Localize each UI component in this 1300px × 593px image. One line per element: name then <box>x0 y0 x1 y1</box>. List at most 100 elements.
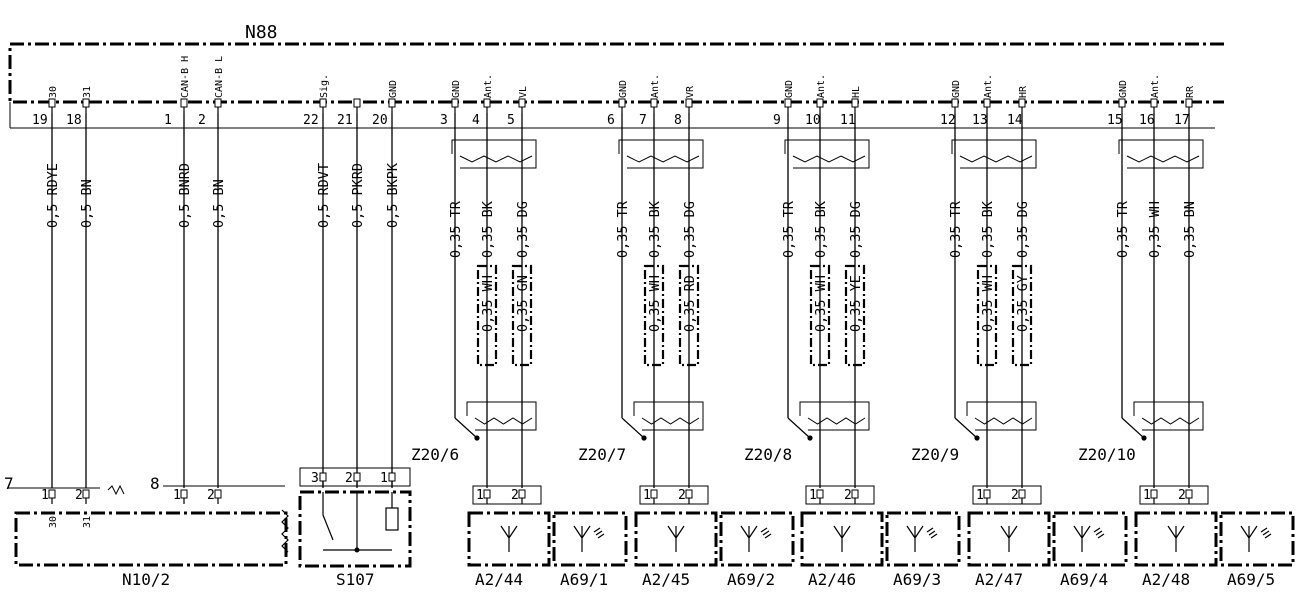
pin-name: Ant. <box>650 74 661 98</box>
pin-number: 12 <box>940 113 956 128</box>
pin-name: GND <box>1118 80 1129 98</box>
ground-dot <box>641 435 647 441</box>
antenna-unit <box>967 511 1051 567</box>
pin-number: 11 <box>840 113 856 128</box>
unit-connector <box>472 485 542 505</box>
unit-label: A2/44 <box>475 570 523 589</box>
n10-box <box>14 511 288 567</box>
pin-name: Ant. <box>1150 74 1161 98</box>
wire-label: 0,5 BKPK <box>385 162 401 228</box>
pin-terminal <box>353 98 361 108</box>
pin-number: 1 <box>164 113 172 128</box>
pin-terminal <box>483 98 491 108</box>
pin-number: 3 <box>311 471 319 486</box>
aux-unit <box>1219 511 1295 567</box>
module-label: N88 <box>245 22 278 43</box>
antenna-icon <box>1000 525 1018 552</box>
shield-label: 0,35 WH <box>480 275 496 332</box>
wire-label: 0,35 WH <box>1147 201 1163 258</box>
signal-icon <box>1093 527 1105 539</box>
antenna-icon <box>500 525 518 552</box>
shield-zigzag <box>792 155 866 163</box>
wire-label: 0,35 TR <box>1115 200 1131 258</box>
antenna-icon <box>1240 525 1258 552</box>
antenna-icon <box>667 525 685 552</box>
wire-label: 0,35 TR <box>448 200 464 258</box>
pin-terminal <box>983 98 991 108</box>
shield-frame <box>1118 139 1204 169</box>
resistor-icon <box>107 484 125 496</box>
wire-label: 0,5 RDVT <box>316 163 332 228</box>
ground-ref: Z20/8 <box>744 445 792 464</box>
shield-frame <box>618 139 704 169</box>
pin-number: 1 <box>41 488 49 503</box>
shield-frame <box>784 139 870 169</box>
shield-zigzag <box>959 155 1033 163</box>
pin-terminal <box>518 98 526 108</box>
shield-zigzag <box>459 155 533 163</box>
signal-icon <box>760 527 772 539</box>
shield-label: 0,35 GY <box>1015 275 1031 332</box>
connector-22: Sig.220,5 RDVT <box>303 74 332 488</box>
pin-terminal <box>1118 98 1126 108</box>
unit-connector <box>1139 485 1209 505</box>
pin-name: Ant. <box>816 74 827 98</box>
connector-number: 7 <box>4 474 14 493</box>
wire-label: 0,35 DG <box>682 201 698 258</box>
ground-ref: Z20/6 <box>411 445 459 464</box>
antenna-unit <box>800 511 884 567</box>
pin-number: 1 <box>380 471 388 486</box>
signal-icon <box>593 527 605 539</box>
unit-pin-number: 1 <box>1143 488 1151 503</box>
unit-pin-number: 2 <box>1178 488 1186 503</box>
shield-zigzag <box>807 417 866 425</box>
module-n88: N88 <box>8 22 1224 129</box>
antenna-unit <box>634 511 718 567</box>
unit-pin-number: 2 <box>511 488 519 503</box>
pin-name: HR <box>1018 85 1029 98</box>
pin-terminal <box>388 472 396 482</box>
shield-sleeve <box>476 264 498 367</box>
shield-label: 0,35 WH <box>980 275 996 332</box>
wire-label: 0,35 BK <box>980 200 996 258</box>
pin-name: 30 <box>48 86 59 98</box>
unit-connector <box>639 485 709 505</box>
pin-number: 4 <box>472 113 480 128</box>
pin-terminal <box>685 98 693 108</box>
s107-connector <box>299 467 411 487</box>
shield-sleeve <box>809 264 831 367</box>
pin-terminal <box>650 489 658 499</box>
ground-lead <box>621 417 645 439</box>
pin-number: 18 <box>66 113 82 128</box>
unit-pin-number: 1 <box>809 488 817 503</box>
switch-wiring <box>322 492 393 551</box>
shield-sleeve <box>844 264 866 367</box>
wire-label: 0,5 PKRD <box>350 163 366 228</box>
shield-zigzag <box>474 417 533 425</box>
pin-terminal <box>1018 489 1026 499</box>
antenna-icon <box>1167 525 1185 552</box>
pin-terminal <box>319 98 327 108</box>
pin-name: GND <box>451 80 462 98</box>
wire-label: 0,5 BN <box>211 179 227 228</box>
aux-unit <box>552 511 628 567</box>
ground-dot <box>807 435 813 441</box>
pin-name: Ant. <box>983 74 994 98</box>
unit-pin-number: 1 <box>976 488 984 503</box>
pin-name: RR <box>1185 85 1196 98</box>
pin-terminal <box>951 98 959 108</box>
shield-frame <box>633 401 704 431</box>
unit-connector <box>972 485 1042 505</box>
shield-frame <box>966 401 1037 431</box>
pin-terminal <box>214 489 222 499</box>
s107-box <box>298 490 412 568</box>
pin-number: 9 <box>773 113 781 128</box>
